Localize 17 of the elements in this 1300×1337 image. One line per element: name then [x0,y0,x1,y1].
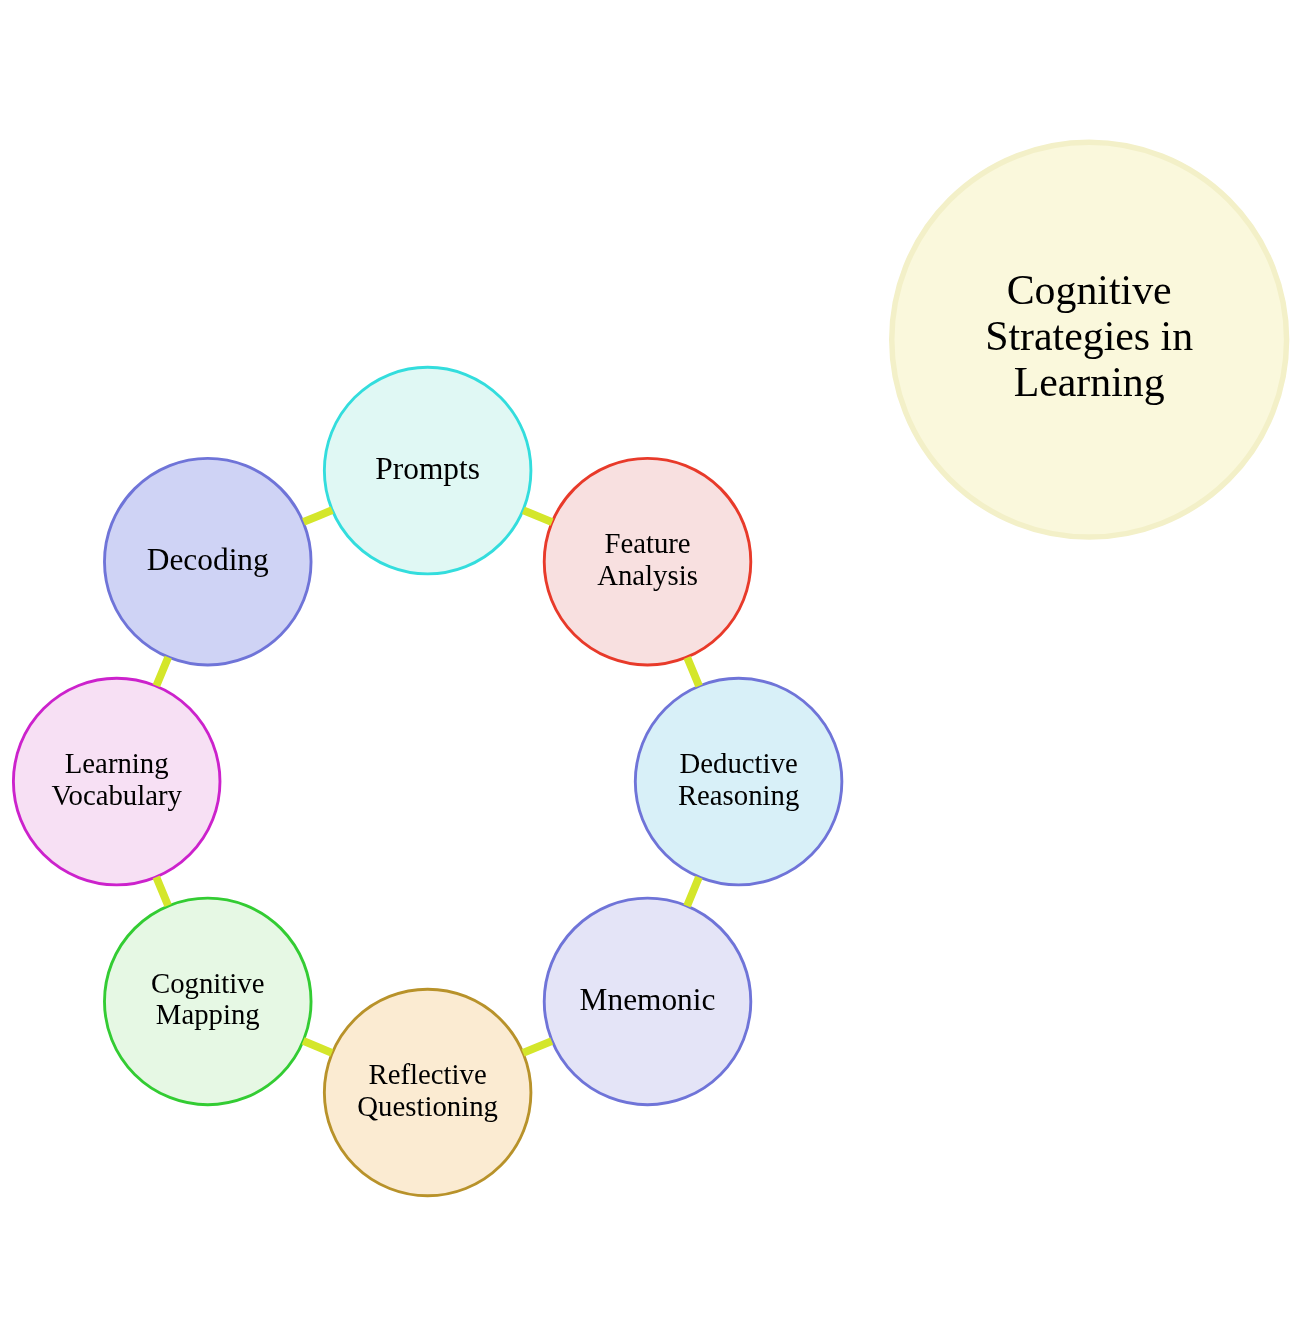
node-circle: Learning Vocabulary [11,676,222,886]
connector [521,506,554,526]
node-circle: Reflective Questioning [322,987,533,1197]
connector [683,875,703,907]
node-circle: Cognitive Strategies in Learning [889,139,1290,540]
node-circle: Decoding [103,456,313,666]
connector [301,1036,334,1056]
connector [152,875,172,907]
node-circle: Deductive Reasoning [633,676,844,886]
node-circle: Feature Analysis [542,456,753,666]
node-circle: Cognitive Mapping [103,896,313,1106]
connector [683,655,703,688]
node-circle: Mnemonic [542,896,753,1106]
node-circle: Prompts [322,365,533,575]
connector [521,1036,554,1057]
connector [302,506,334,526]
connector [152,655,172,687]
